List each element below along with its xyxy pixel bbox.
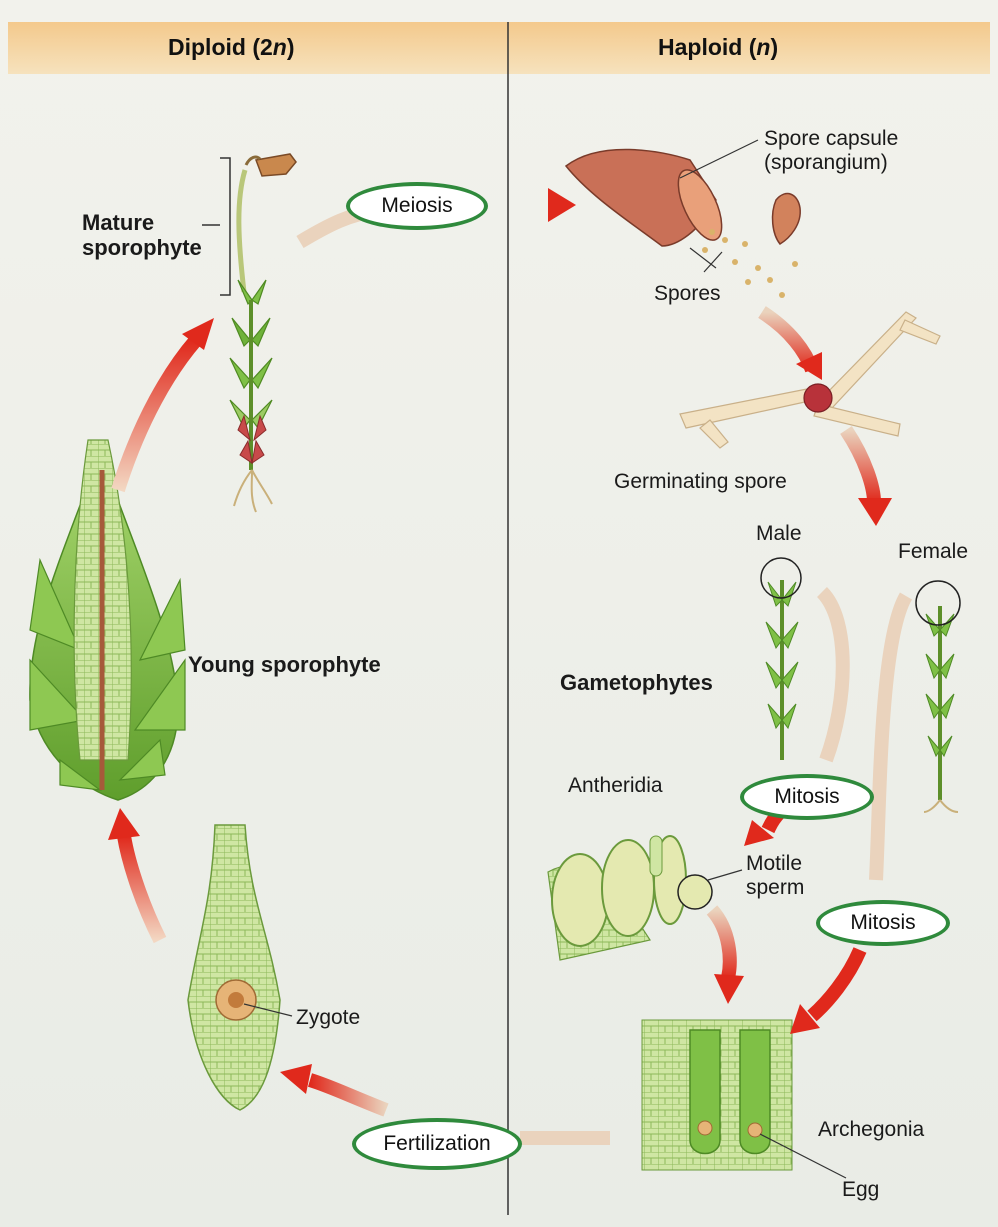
mitosis-male-label: Mitosis	[740, 774, 874, 820]
antheridia-label: Antheridia	[568, 774, 663, 798]
male-label: Male	[756, 522, 802, 546]
diploid-header: Diploid (2n)	[168, 34, 295, 60]
female-label: Female	[898, 540, 968, 564]
haploid-header: Haploid (n)	[658, 34, 778, 60]
egg-cell	[748, 1123, 762, 1137]
header-band	[8, 22, 990, 74]
egg-label: Egg	[842, 1178, 879, 1202]
gametophytes-label: Gametophytes	[560, 670, 713, 695]
spores-label: Spores	[654, 282, 721, 306]
fertilization-label: Fertilization	[352, 1118, 522, 1170]
mitosis-female-label: Mitosis	[816, 900, 950, 946]
spore-capsule-label: Spore capsule(sporangium)	[764, 127, 898, 175]
zygote-label: Zygote	[296, 1006, 360, 1030]
meiosis-label: Meiosis	[346, 182, 488, 230]
young-sporophyte-label: Young sporophyte	[188, 652, 381, 677]
archegonia-label: Archegonia	[818, 1118, 924, 1142]
germinating-spore-label: Germinating spore	[614, 470, 787, 494]
